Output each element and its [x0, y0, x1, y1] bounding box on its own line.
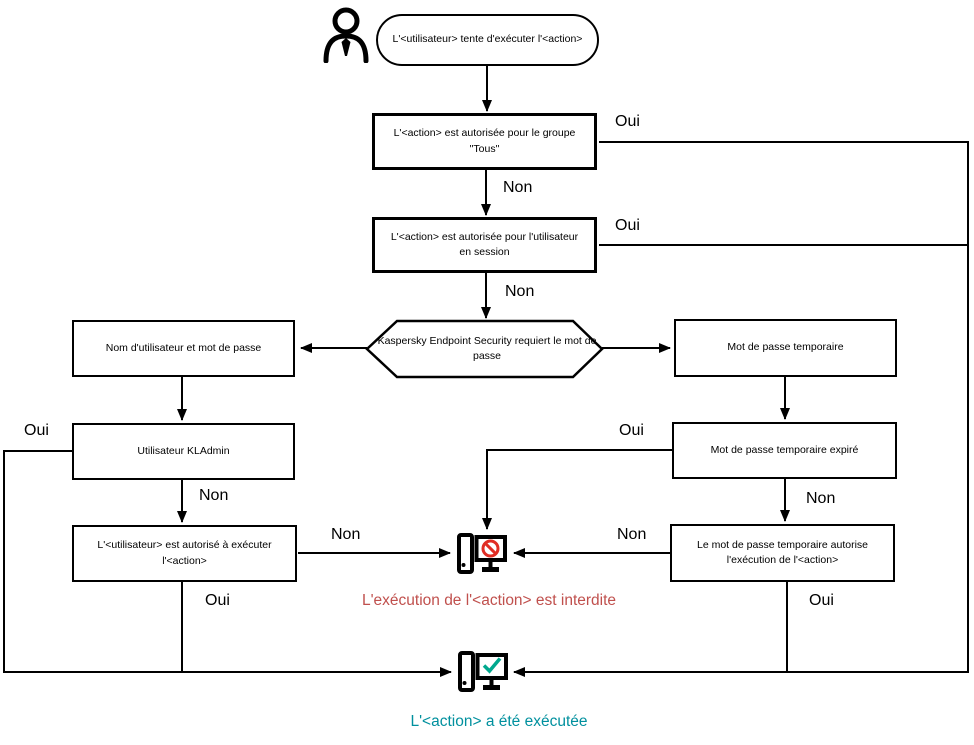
node-group-allowed: L'<action> est autorisée pour le groupe … — [372, 113, 597, 170]
edge-expired-oui-to-denied — [482, 449, 673, 530]
computer-blocked-icon — [457, 533, 507, 574]
node-session-allowed-label: L'<action> est autorisée pour l'utilisat… — [390, 230, 579, 258]
outcome-executed-text: L'<action> a été exécutée — [410, 713, 588, 730]
node-session-allowed: L'<action> est autorisée pour l'utilisat… — [372, 217, 597, 273]
edge-label-tempauth-non: Non — [617, 526, 647, 543]
edge-kladmin-oui-to-executed — [3, 450, 452, 677]
node-kladmin-user: Utilisateur KLAdmin — [72, 423, 295, 480]
edge-label-expired-oui: Oui — [619, 422, 644, 439]
node-temp-password-authorizes: Le mot de passe temporaire autorise l'ex… — [670, 524, 895, 582]
user-icon — [323, 7, 369, 63]
edge-label-group-oui: Oui — [615, 113, 640, 130]
decision-hexagon — [365, 319, 604, 379]
edge-label-kladmin-oui: Oui — [24, 422, 49, 439]
edge-label-expired-non: Non — [806, 490, 836, 507]
node-username-password: Nom d'utilisateur et mot de passe — [72, 320, 295, 377]
node-start: L'<utilisateur> tente d'exécuter l'<acti… — [376, 14, 599, 66]
node-password-required: Kaspersky Endpoint Security requiert le … — [372, 322, 602, 376]
edge-label-authorized-oui: Oui — [205, 592, 230, 609]
node-user-authorized-label: L'<utilisateur> est autorisé à exécuter … — [97, 539, 272, 567]
node-user-authorized: L'<utilisateur> est autorisé à exécuter … — [72, 525, 297, 582]
node-password-required-label: Kaspersky Endpoint Security requiert le … — [377, 334, 597, 362]
node-group-allowed-label: L'<action> est autorisée pour le groupe … — [393, 127, 576, 155]
edge-group-oui-to-executed — [513, 141, 969, 677]
check-icon — [482, 657, 502, 674]
node-username-password-label: Nom d'utilisateur et mot de passe — [105, 341, 262, 354]
edge-label-tempauth-oui: Oui — [809, 592, 834, 609]
edge-label-group-non: Non — [503, 179, 533, 196]
node-temp-password-authorizes-label: Le mot de passe temporaire autorise l'ex… — [696, 538, 868, 566]
edge-label-kladmin-non: Non — [199, 487, 229, 504]
node-temp-password-expired: Mot de passe temporaire expiré — [672, 422, 897, 479]
node-temp-password: Mot de passe temporaire — [674, 319, 897, 377]
computer-success-icon — [458, 651, 508, 692]
node-kladmin-user-label: Utilisateur KLAdmin — [137, 444, 230, 457]
node-temp-password-expired-label: Mot de passe temporaire expiré — [710, 443, 859, 456]
edge-label-session-non: Non — [505, 283, 535, 300]
outcome-denied-text: L'exécution de l'<action> est interdite — [361, 592, 617, 609]
no-entry-sign — [481, 539, 500, 558]
edge-label-session-oui: Oui — [615, 217, 640, 234]
node-start-label: L'<utilisateur> tente d'exécuter l'<acti… — [392, 33, 583, 46]
node-temp-password-label: Mot de passe temporaire — [727, 341, 844, 354]
edge-label-authorized-non: Non — [331, 526, 361, 543]
